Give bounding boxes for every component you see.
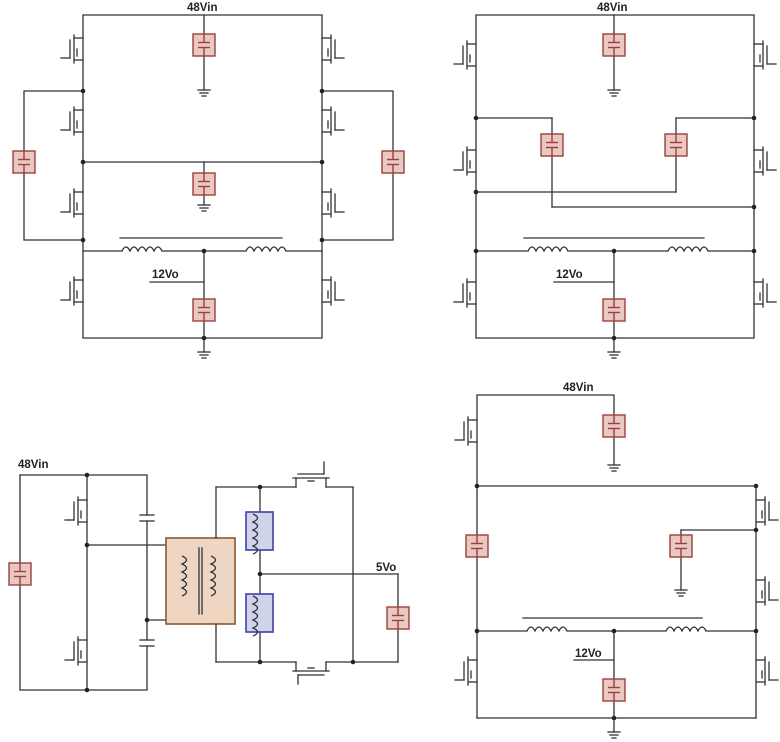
vin-label: 48Vin <box>18 459 48 471</box>
transformer <box>165 537 236 625</box>
capacitor <box>192 172 216 196</box>
vout-label: 12Vo <box>556 269 583 281</box>
vin-label: 48Vin <box>563 382 593 394</box>
transistor <box>292 461 330 488</box>
vout-label: 5Vo <box>376 562 396 574</box>
capacitor <box>602 33 626 57</box>
capacitor <box>669 534 693 558</box>
inductor <box>245 511 274 551</box>
inductor <box>245 593 274 633</box>
capacitor <box>602 298 626 322</box>
vout-label: 12Vo <box>575 648 602 660</box>
vin-label: 48Vin <box>597 2 627 14</box>
circuit-bottom-right: 48Vin 12Vo <box>454 382 779 739</box>
vin-label: 48Vin <box>187 2 217 14</box>
circuit-bottom-left: 48Vin 5Vo <box>8 459 410 693</box>
circuit-top-left: 48Vin 12Vo <box>12 2 405 359</box>
vout-label: 12Vo <box>152 269 179 281</box>
circuit-top-right: 48Vin 12Vo <box>453 2 777 359</box>
capacitor <box>465 534 489 558</box>
capacitor <box>8 562 32 586</box>
transistor <box>292 661 330 685</box>
capacitor <box>602 678 626 702</box>
capacitor <box>381 150 405 174</box>
capacitor <box>540 133 564 157</box>
capacitor <box>386 606 410 630</box>
capacitor <box>192 33 216 57</box>
capacitor <box>664 133 688 157</box>
capacitor <box>12 150 36 174</box>
capacitor <box>602 414 626 438</box>
capacitor <box>192 298 216 322</box>
